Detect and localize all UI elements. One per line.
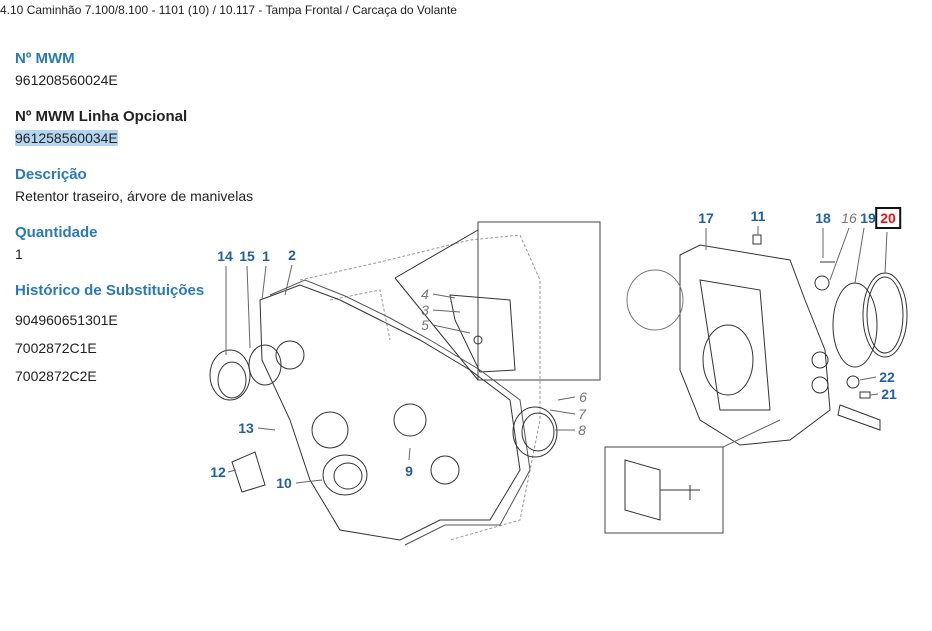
history-item: 904960651301E bbox=[15, 312, 118, 328]
callout-12[interactable]: 12 bbox=[210, 464, 226, 480]
callout-4[interactable]: 4 bbox=[421, 286, 429, 302]
mwm-number-label: Nº MWM bbox=[15, 50, 75, 67]
callout-1[interactable]: 1 bbox=[262, 248, 270, 264]
part-12 bbox=[231, 451, 266, 493]
plug-22 bbox=[846, 375, 860, 389]
callout-11[interactable]: 11 bbox=[750, 208, 766, 224]
pipe-sketch bbox=[626, 269, 684, 331]
front-cover bbox=[259, 284, 521, 541]
seal-15 bbox=[248, 344, 282, 386]
callout-16[interactable]: 16 bbox=[841, 210, 857, 226]
part-11 bbox=[752, 234, 762, 245]
callout-9[interactable]: 9 bbox=[405, 463, 413, 479]
callout-14[interactable]: 14 bbox=[217, 248, 233, 264]
optional-line-value[interactable]: 961258560034E bbox=[15, 130, 118, 146]
callout-3[interactable]: 3 bbox=[421, 302, 429, 318]
inset-box-cover bbox=[477, 221, 601, 381]
pin-sketch bbox=[837, 404, 881, 431]
description-value: Retentor traseiro, árvore de manivelas bbox=[15, 188, 254, 204]
callout-2[interactable]: 2 bbox=[288, 247, 296, 263]
seal-14 bbox=[209, 349, 251, 401]
part-21 bbox=[859, 391, 871, 399]
history-item: 7002872C2E bbox=[15, 368, 97, 384]
mwm-number-value: 961208560024E bbox=[15, 72, 118, 88]
description-label: Descrição bbox=[15, 166, 87, 183]
callout-21[interactable]: 21 bbox=[881, 386, 897, 402]
callout-15[interactable]: 15 bbox=[239, 248, 255, 264]
ring-19 bbox=[832, 282, 878, 368]
callout-6[interactable]: 6 bbox=[579, 389, 587, 405]
history-list: 904960651301E 7002872C1E 7002872C2E bbox=[15, 310, 253, 394]
flywheel-housing bbox=[679, 244, 831, 446]
inset-box-housing bbox=[604, 446, 724, 534]
breadcrumb: 4.10 Caminhão 7.100/8.100 - 1101 (10) / … bbox=[0, 3, 457, 17]
optional-line-label: Nº MWM Linha Opcional bbox=[15, 108, 188, 125]
callout-13[interactable]: 13 bbox=[238, 420, 254, 436]
callout-18[interactable]: 18 bbox=[815, 210, 831, 226]
callout-19[interactable]: 19 bbox=[860, 210, 876, 226]
callout-17[interactable]: 17 bbox=[698, 210, 714, 226]
small-cover-plate bbox=[449, 294, 516, 373]
history-item: 7002872C1E bbox=[15, 340, 97, 356]
plug-16 bbox=[814, 275, 830, 291]
quantity-label: Quantidade bbox=[15, 224, 98, 241]
cover-hole bbox=[311, 411, 349, 449]
callout-22[interactable]: 22 bbox=[879, 369, 895, 385]
ring-20 bbox=[862, 272, 908, 358]
callout-8[interactable]: 8 bbox=[578, 422, 586, 438]
seal-8 bbox=[512, 406, 558, 458]
callout-5[interactable]: 5 bbox=[421, 317, 429, 333]
callout-7[interactable]: 7 bbox=[578, 406, 586, 422]
quantity-value: 1 bbox=[15, 246, 23, 262]
part-info-panel: Nº MWM 961208560024E Nº MWM Linha Opcion… bbox=[15, 48, 253, 394]
callout-10[interactable]: 10 bbox=[276, 475, 292, 491]
history-label: Histórico de Substituições bbox=[15, 282, 205, 299]
callout-20-selected[interactable]: 20 bbox=[875, 207, 901, 229]
seal-10 bbox=[322, 454, 368, 496]
